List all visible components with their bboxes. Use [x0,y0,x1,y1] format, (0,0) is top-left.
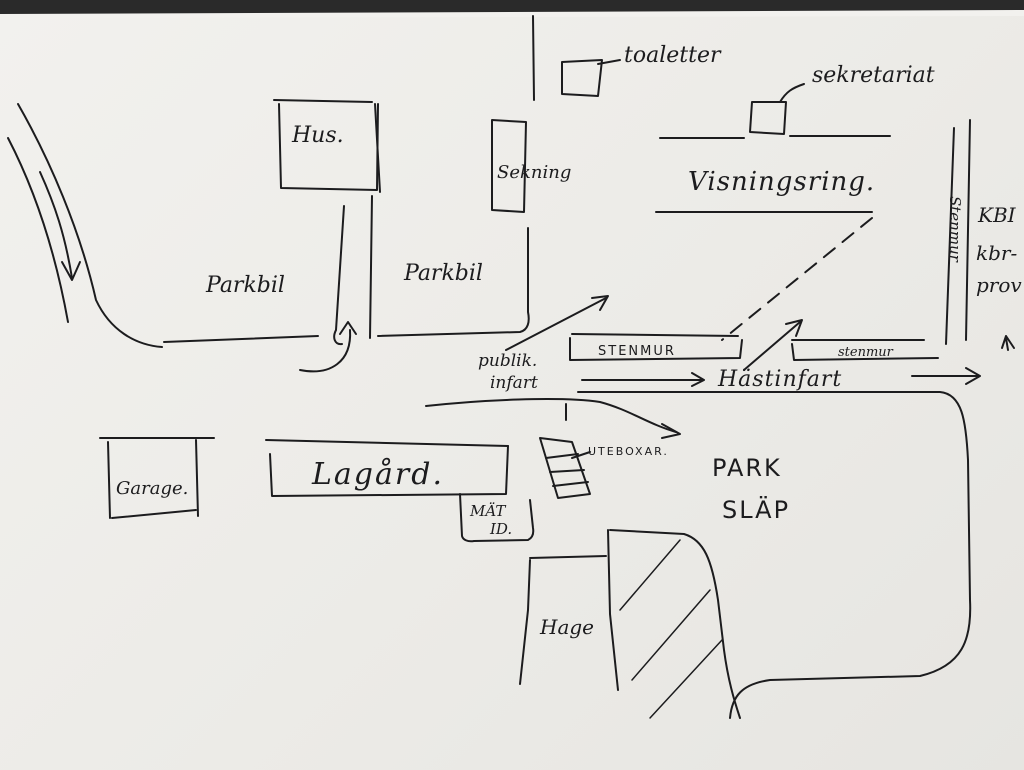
entry-label: infart [490,373,538,393]
public-entry: publik. infart [478,295,609,393]
stone-wall-east-label: Stenmur [946,196,964,263]
measure-id-box: MÄT ID. [459,493,535,543]
entry-road [7,103,163,348]
parking-right-label: Parkbil [403,261,483,286]
trailer-park: PARK SLÄP [712,454,790,524]
toilets-label: toaletter [624,43,722,68]
garage-label: Garage. [116,478,188,499]
park-label: PARK [712,454,782,482]
paddock-label: Hage [539,615,594,639]
parking-left-label: Parkbil [205,273,285,298]
photo-edge [0,0,1024,14]
id-label: ID. [489,520,512,538]
hatch-line [649,639,723,719]
horse-entry-arrow-up [743,321,801,371]
public-entry-arrow [505,297,607,351]
kbi-label: KBI [977,203,1017,227]
outdoor-stalls-label: UTEBOXAR. [588,445,669,458]
prov-label: prov [976,273,1022,297]
show-ring: Visningsring. [655,135,891,341]
stone-wall-1-label: STENMUR [598,344,676,359]
stone-wall-east: Stenmur KBI kbr- prov [945,119,1022,351]
secretariat: sekretariat [749,63,935,135]
show-ring-label: Visningsring. [688,167,875,197]
kbr-label: kbr- [976,241,1017,265]
house-label: Hus. [291,123,344,148]
trailer-route [425,398,681,439]
hatch-line [619,539,681,611]
paper-edge [0,10,1024,18]
hatch-line [631,589,711,681]
barn-building: Lagård. [265,439,509,497]
measure-label: MÄT [469,502,506,520]
fence-line-top [532,15,535,101]
house-building: Hus. [273,99,381,193]
outer-fence-loop [577,391,972,719]
car-parking: Parkbil Parkbil [163,195,530,373]
sekning-structure: Sekning [491,119,571,213]
stone-wall-2-label: stenmur [838,345,894,360]
entry-arrow-line [39,171,73,279]
sekning-label: Sekning [497,162,571,183]
garage-building: Garage. [99,437,215,519]
entry-arrow-head [61,261,81,281]
public-label: publik. [478,351,537,371]
outdoor-stalls: UTEBOXAR. [539,437,669,499]
turn-arrow-head [339,321,357,335]
horse-entry-label: Hästinfart [717,367,842,392]
secretariat-label: sekretariat [812,63,935,88]
toilets: toaletter [532,15,722,101]
barn-label: Lagård. [311,457,444,492]
show-ring-dashed-line [721,217,873,341]
exit-arrow-north [1001,335,1015,351]
trailer-label: SLÄP [722,495,790,524]
paddock: Hage [519,529,741,719]
turn-arrow-line [299,329,352,373]
stone-walls-middle: STENMUR stenmur [569,333,939,361]
horse-entry: Hästinfart [581,319,981,392]
